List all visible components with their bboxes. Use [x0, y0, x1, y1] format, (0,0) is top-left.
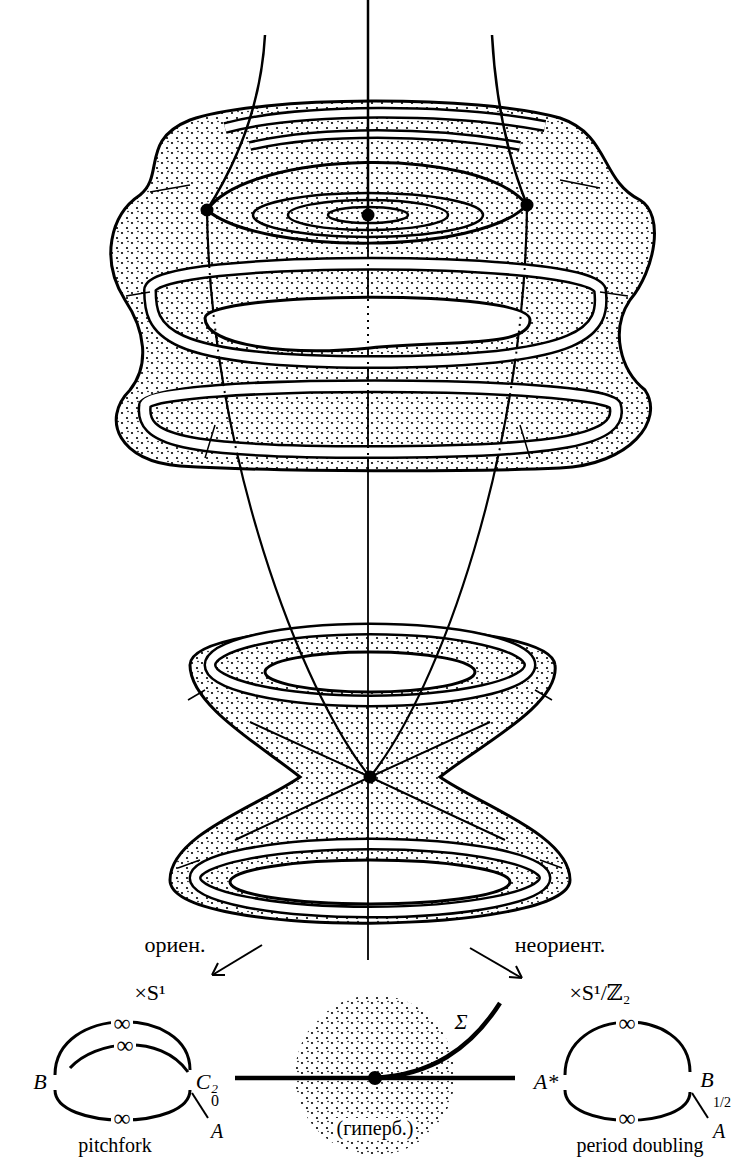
- rotation-label: 0: [209, 1093, 221, 1110]
- curve-label: Σ: [452, 1010, 469, 1033]
- region-label: (гиперб.): [335, 1118, 416, 1139]
- upper-sheet: [111, 101, 655, 471]
- point-label: C₂: [194, 1070, 220, 1093]
- arrow-label: ориен.: [143, 933, 208, 956]
- scheme-title: pitchfork: [76, 1135, 153, 1156]
- arrows: [212, 945, 522, 978]
- top-lines: [201, 0, 534, 784]
- period-label: ∞: [616, 1011, 637, 1036]
- pitchfork-scheme: [55, 1022, 208, 1120]
- period-label: ∞: [111, 1106, 132, 1131]
- hidden-lines: [207, 205, 527, 777]
- factor-label: ×S¹/ℤ₂: [567, 981, 632, 1004]
- period-label: ∞: [114, 1033, 135, 1058]
- arrow-label: неориент.: [513, 933, 607, 956]
- point-label: A*: [532, 1070, 560, 1093]
- scheme-title: period doubling: [574, 1135, 705, 1156]
- point-label: A: [711, 1121, 727, 1142]
- period-label: ∞: [616, 1106, 637, 1131]
- hyperbolic-region: [235, 995, 515, 1155]
- axis-lines: [207, 0, 527, 960]
- point-label: B: [31, 1070, 48, 1093]
- rotation-label: 1/2: [711, 1096, 733, 1111]
- point-label: B: [698, 1068, 715, 1091]
- factor-label: ×S¹: [132, 981, 167, 1004]
- lower-sheet: [170, 628, 570, 924]
- point-label: A: [209, 1121, 225, 1142]
